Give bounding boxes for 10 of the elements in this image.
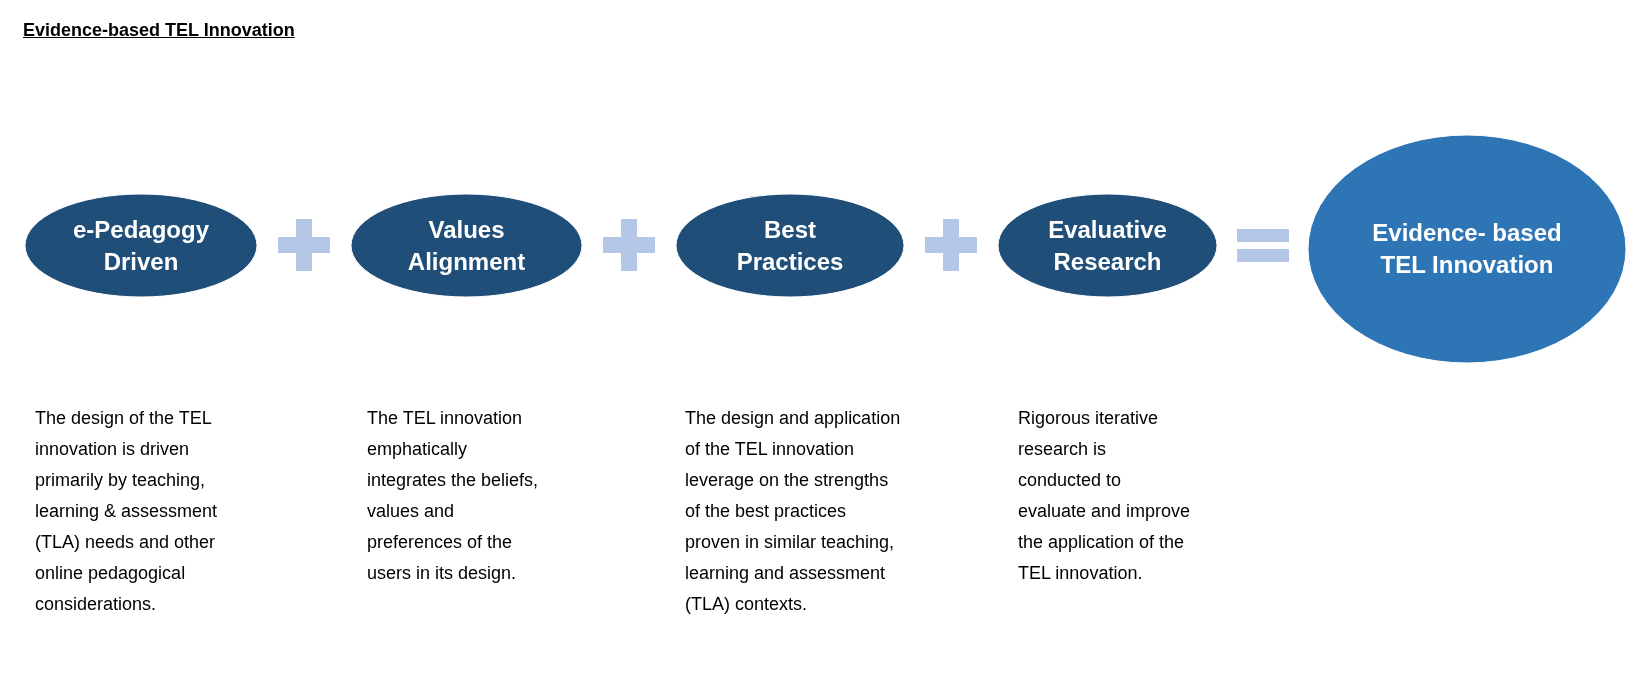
node-label: Evaluative Research xyxy=(1047,214,1168,277)
node-label: Evidence- based TEL Innovation xyxy=(1371,218,1563,280)
node-label: e-Pedagogy Driven xyxy=(72,214,210,277)
description-text: The design and application of the TEL innovation leverage on the strengths of the best practices proven in similar teaching, learning and assessment (TLA) contexts. xyxy=(685,407,902,616)
description-text: The TEL innovation emphatically integrates the beliefs, values and preferences of the users in its design. xyxy=(367,407,540,585)
description-text: Rigorous iterative research is conducted to evaluate and improve the application of the TEL innovation. xyxy=(1018,407,1192,585)
node-label: Best Practices xyxy=(735,214,845,277)
description-text: The design of the TEL innovation is driven primarily by teaching, learning & assessment (TLA) needs and other online pedagogical considerations. xyxy=(35,407,219,616)
diagram-title: Evidence-based TEL Innovation xyxy=(23,20,295,41)
node-label: Values Alignment xyxy=(406,214,527,277)
